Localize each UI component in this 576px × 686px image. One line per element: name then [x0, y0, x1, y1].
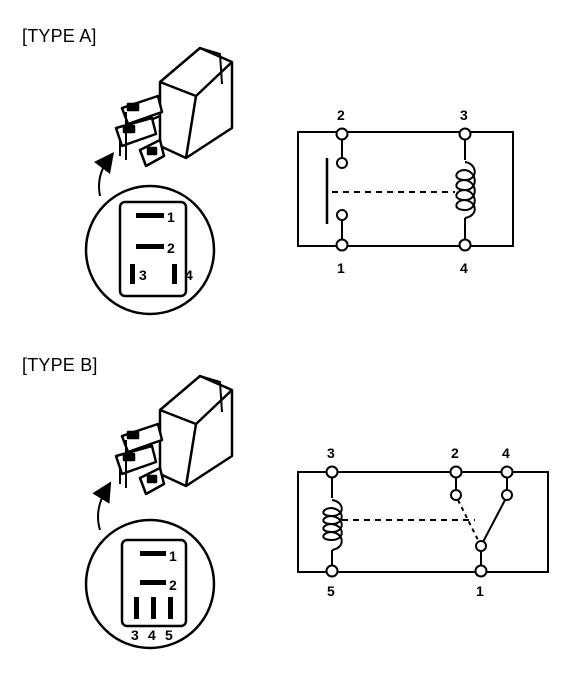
type-b-terminal-2-label: 2 [451, 445, 459, 461]
type-a-label: [TYPE A] [22, 26, 97, 46]
type-b-terminal-5-label: 5 [327, 583, 335, 599]
type-a-pin-2-label: 2 [167, 240, 175, 256]
type-a-terminal-2-label: 2 [337, 107, 345, 123]
type-b-pin-2-label: 2 [169, 577, 177, 593]
type-b-pin-4-slot [151, 597, 156, 619]
type-b-label: [TYPE B] [22, 355, 98, 375]
type-a-relay-body-icon [114, 46, 234, 168]
type-a-pin-1-slot [136, 213, 164, 218]
type-a-terminal-1-label: 1 [337, 260, 345, 276]
type-b-pin-3-slot [134, 597, 139, 619]
type-a-terminal-3-label: 3 [460, 107, 468, 123]
type-a-schematic [297, 127, 514, 252]
type-a-pin-3-label: 3 [139, 267, 147, 283]
type-a-pin-4-label: 4 [185, 267, 193, 283]
type-a-terminal-4-label: 4 [460, 260, 468, 276]
type-b-terminal-3-label: 3 [327, 445, 335, 461]
type-b-schematic [297, 465, 549, 578]
type-a-pin-4-slot [172, 264, 177, 284]
type-b-pin-5-slot [168, 597, 173, 619]
type-b-coil-icon [322, 499, 343, 551]
type-b-pointer-arrow-icon [92, 481, 112, 531]
type-b-switch-contact-icon [482, 499, 506, 543]
type-a-pin-1-label: 1 [167, 209, 175, 225]
type-b-relay-body-icon [114, 374, 234, 496]
type-b-pin-3-label: 3 [131, 627, 139, 643]
type-b-pin-2-slot [140, 580, 166, 585]
type-a-pointer-arrow-icon [94, 151, 114, 197]
type-a-pin-2-slot [136, 244, 164, 249]
type-a-pin-3-slot [130, 264, 135, 284]
type-b-terminal-1-label: 1 [476, 583, 484, 599]
type-b-pin-5-label: 5 [165, 627, 173, 643]
type-b-terminal-4-label: 4 [502, 445, 510, 461]
type-b-pin-4-label: 4 [148, 627, 156, 643]
type-a-coil-icon [455, 161, 476, 219]
type-b-pin-1-slot [140, 551, 166, 556]
type-b-pin-1-label: 1 [169, 548, 177, 564]
